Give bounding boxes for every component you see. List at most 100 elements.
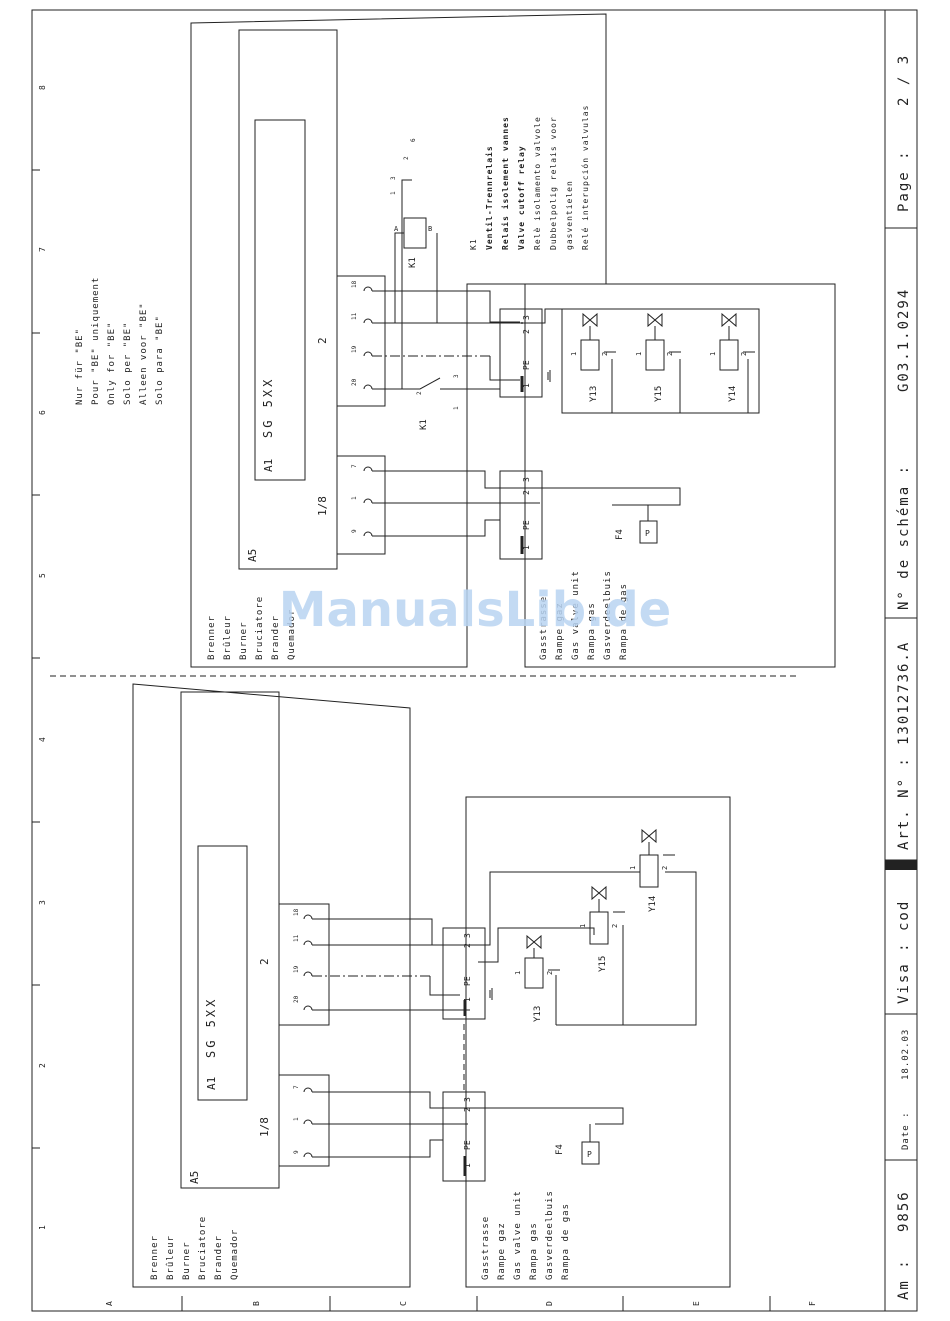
relay-contact-3: 3 bbox=[390, 176, 397, 180]
relay-desc-line: Relè isolamento valvole bbox=[532, 116, 542, 250]
date-value: 18.02.03 bbox=[901, 1029, 911, 1080]
border-letter: F bbox=[808, 1301, 817, 1306]
relay-desc-line: Relais isolement vannes bbox=[500, 116, 510, 250]
plug-pin-2: 2 bbox=[522, 329, 531, 334]
plug-pin-1: 1 bbox=[522, 545, 531, 550]
burner-label: Quemador bbox=[230, 1229, 240, 1280]
plug-pe: PE bbox=[522, 520, 531, 530]
border-letter: C bbox=[399, 1301, 408, 1306]
visa-label: Visa : cod bbox=[896, 900, 912, 1004]
controller-a1: A1 bbox=[205, 1077, 218, 1090]
valve-pin: 1 bbox=[635, 352, 643, 356]
connector-1-8-label: 1/8 bbox=[316, 496, 329, 516]
valve-tag: Y13 bbox=[533, 1006, 543, 1022]
burner-label: Brenner bbox=[150, 1235, 160, 1280]
relay-tag: K1 bbox=[408, 257, 418, 268]
plug-upper bbox=[499, 308, 543, 398]
am-value: 9856 bbox=[896, 1190, 912, 1232]
controller-model: SG 5XX bbox=[204, 997, 218, 1058]
relay-coil-b: B bbox=[428, 225, 432, 233]
plug-pe: PE bbox=[463, 976, 472, 986]
burner-label: Brûleur bbox=[166, 1235, 176, 1280]
gas-label: Rampa gas bbox=[529, 1222, 539, 1280]
am-label: Am : bbox=[896, 1258, 912, 1300]
controller-box bbox=[238, 29, 338, 570]
valve-tag: Y15 bbox=[654, 386, 664, 402]
valve-coil bbox=[639, 854, 659, 888]
border-number: 3 bbox=[38, 900, 47, 905]
plug-pin-1: 1 bbox=[463, 1163, 472, 1168]
border-number: 6 bbox=[38, 410, 47, 415]
plug-pin-2: 2 bbox=[463, 1107, 472, 1112]
gas-label: Gasverdeelbuis bbox=[545, 1190, 555, 1280]
pin-label: 9 bbox=[293, 1150, 300, 1154]
burner-label: Burner bbox=[182, 1241, 192, 1280]
gas-label: Rampe gaz bbox=[497, 1222, 507, 1280]
relay-contact-1: 1 bbox=[390, 191, 397, 195]
plug-pin-2: 2 bbox=[522, 490, 531, 495]
border-number: 7 bbox=[38, 247, 47, 252]
lower-diagram: 18 11 19 20 7 1 9 PE 1 2 bbox=[132, 683, 731, 1288]
watermark: ManualsLib.de bbox=[279, 582, 671, 638]
valve-pin: 1 bbox=[579, 924, 587, 928]
gas-label: Gas valve unit bbox=[513, 1190, 523, 1280]
border-letter: B bbox=[252, 1301, 261, 1306]
valve-tag: Y14 bbox=[648, 896, 658, 912]
plug-pin-2: 2 bbox=[463, 943, 472, 948]
relay-desc-line: gasventielen bbox=[565, 180, 574, 250]
schema-value: G03.1.0294 bbox=[896, 288, 912, 392]
plug-pin-3: 3 bbox=[463, 933, 472, 938]
plug-pin-1: 1 bbox=[522, 383, 531, 388]
valve-pin: 2 bbox=[740, 352, 748, 356]
valve-pin: 1 bbox=[570, 352, 578, 356]
controller-a5: A5 bbox=[188, 1171, 201, 1184]
border-number: 2 bbox=[38, 1063, 47, 1068]
relay-coil-a: A bbox=[394, 225, 399, 233]
controller-inner bbox=[197, 845, 248, 1101]
be-note-line: Pour "BE" uniquement bbox=[91, 277, 101, 405]
controller-inner bbox=[254, 119, 306, 481]
plug-upper bbox=[442, 927, 486, 1020]
burner-label: Brander bbox=[271, 615, 281, 660]
pin-label: 9 bbox=[351, 529, 358, 533]
schema-label: N° de schéma : bbox=[896, 464, 912, 610]
border-letter: E bbox=[692, 1301, 701, 1306]
connector-1-8 bbox=[336, 455, 386, 555]
valve-coil bbox=[645, 339, 665, 371]
plug-lower bbox=[442, 1091, 486, 1182]
burner-label: Bruciatore bbox=[255, 596, 265, 660]
plug-pin-3: 3 bbox=[522, 477, 531, 482]
pin-label: 19 bbox=[351, 345, 358, 353]
pin-label: 20 bbox=[351, 378, 358, 386]
valve-coil bbox=[524, 957, 544, 989]
be-note-line: Solo para "BE" bbox=[155, 315, 165, 405]
connector-2 bbox=[278, 903, 330, 1026]
switch-tag: F4 bbox=[615, 529, 625, 540]
gas-label: Rampa gas bbox=[587, 602, 597, 660]
sheet-frame bbox=[31, 9, 918, 1312]
valve-pin: 1 bbox=[514, 971, 522, 975]
upper-diagram: 18 11 19 20 7 1 9 bbox=[75, 13, 836, 668]
relay-desc-tag: K1 bbox=[469, 238, 478, 250]
pressure-label: P bbox=[587, 1150, 592, 1159]
valve-tag: Y13 bbox=[589, 386, 599, 402]
pin-label: 1 bbox=[293, 1117, 300, 1121]
border-number: 1 bbox=[38, 1225, 47, 1230]
controller-a1: A1 bbox=[262, 459, 275, 472]
gas-label: Rampa de gas bbox=[561, 1203, 571, 1280]
relay-switch-3: 3 bbox=[453, 374, 460, 378]
switch-tag: F4 bbox=[555, 1144, 565, 1155]
valve-tag: Y14 bbox=[728, 386, 738, 402]
connector-2-label: 2 bbox=[258, 958, 271, 965]
connector-2 bbox=[336, 275, 386, 407]
gas-label: Gasverdeelbuis bbox=[603, 570, 613, 660]
art-label: Art. N° : bbox=[896, 756, 912, 850]
border-number: 4 bbox=[38, 737, 47, 742]
valve-pin: 1 bbox=[709, 352, 717, 356]
burner-label: Bruciatore bbox=[198, 1216, 208, 1280]
valve-coil bbox=[719, 339, 739, 371]
be-note-line: Alleen voor "BE" bbox=[139, 302, 149, 405]
date-label: Date : bbox=[901, 1111, 911, 1150]
gas-label: Gasstrasse bbox=[481, 1216, 491, 1280]
